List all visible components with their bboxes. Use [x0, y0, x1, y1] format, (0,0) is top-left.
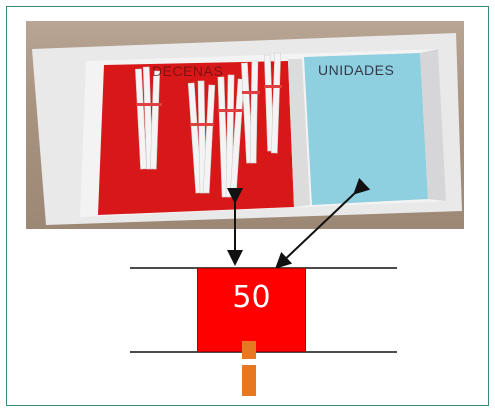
unidades-label: UNIDADES	[318, 62, 395, 78]
value-box	[197, 268, 306, 352]
tray-illustration	[32, 33, 462, 225]
unidades-mat	[304, 53, 428, 205]
value-number: 50	[232, 280, 271, 315]
rubber-bands	[136, 85, 282, 126]
stick-bundles	[135, 52, 282, 198]
tray-photo	[26, 21, 464, 229]
position-marker	[242, 341, 256, 396]
tray-divider	[288, 59, 310, 207]
tray-right-wall	[420, 49, 446, 201]
decenas-label: DECENAS	[152, 63, 224, 79]
